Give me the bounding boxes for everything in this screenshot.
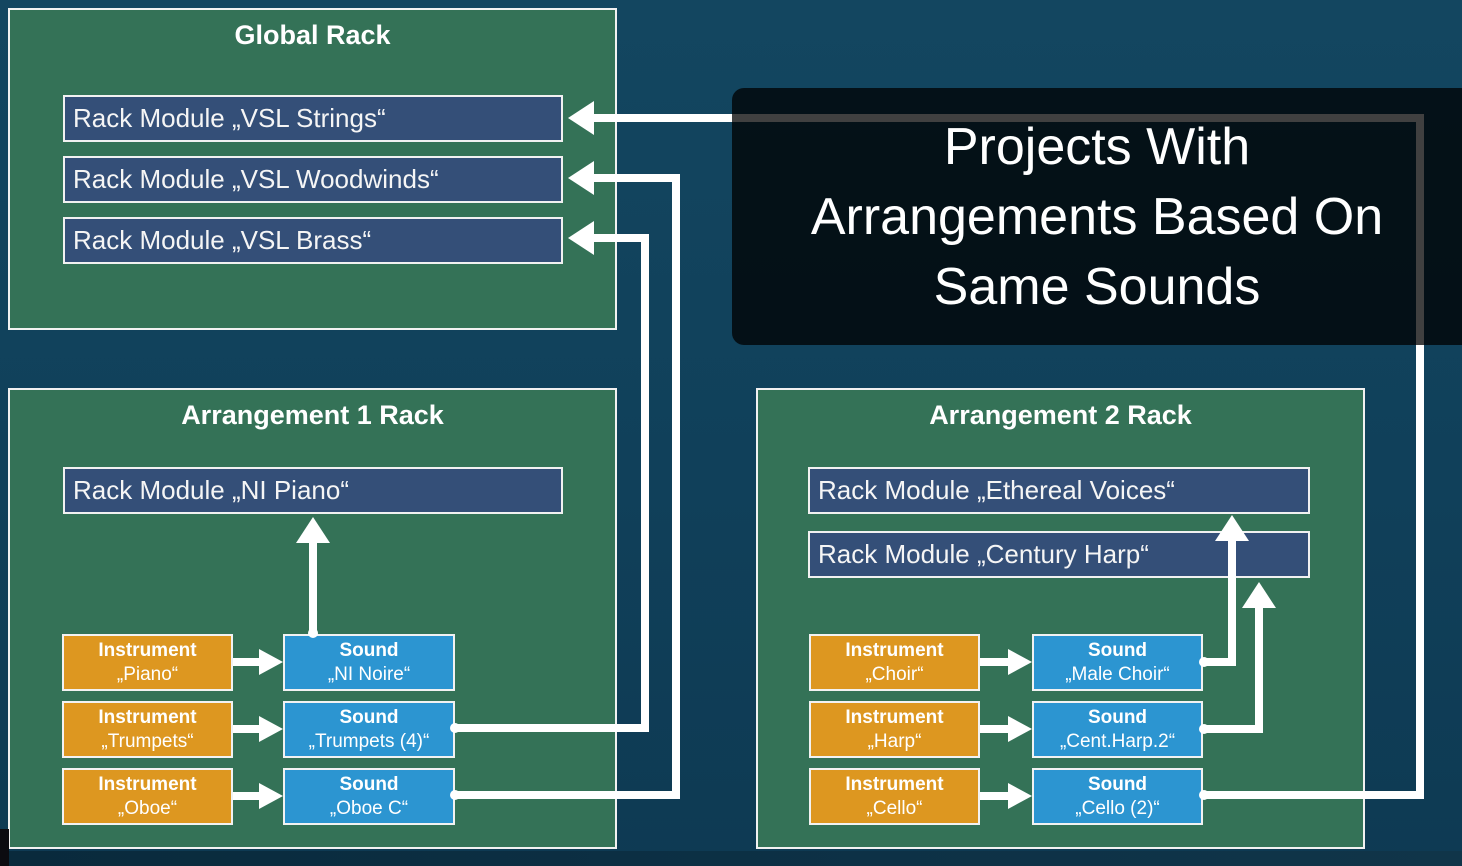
- arrow-head-vsl-strings: [568, 101, 594, 135]
- arrow-head-ethereal-voices: [1215, 515, 1249, 541]
- bottom-letterbox: [0, 851, 1462, 866]
- instrument-box-name: „Trumpets“: [101, 731, 194, 752]
- arrangement-1-rack-title: Arrangement 1 Rack: [181, 400, 444, 430]
- sound-box-title: Sound: [339, 707, 399, 728]
- arrow-trumpets-to-sound-shaft: [233, 725, 259, 733]
- arrow-piano-to-sound-shaft: [233, 658, 259, 666]
- projects-note: Projects With Arrangements Based On Same…: [732, 88, 1462, 345]
- connector-nub-oboe-c: [450, 790, 460, 800]
- instrument-box-trumpets: Instrument „Trumpets“: [62, 701, 233, 758]
- instrument-box-title: Instrument: [845, 640, 944, 661]
- instrument-box-title: Instrument: [98, 640, 197, 661]
- arrow-woodwinds-right-segment: [672, 174, 680, 799]
- projects-note-line-3: Same Sounds: [933, 257, 1261, 316]
- sound-box-name: „Cello (2)“: [1075, 798, 1160, 819]
- connector-nub-cello-2: [1199, 790, 1209, 800]
- sound-box-title: Sound: [339, 640, 399, 661]
- instrument-box-harp: Instrument „Harp“: [809, 701, 980, 758]
- arrow-brass-right-segment: [641, 234, 649, 732]
- arrow-oboe-to-sound-shaft: [233, 792, 259, 800]
- sound-box-ni-noire: Sound „NI Noire“: [283, 634, 455, 691]
- sound-box-name: „Male Choir“: [1065, 664, 1170, 685]
- instrument-box-choir: Instrument „Choir“: [809, 634, 980, 691]
- arrow-head-trumpets-to-sound: [259, 716, 283, 742]
- arrow-head-vsl-brass: [568, 221, 594, 255]
- sound-box-title: Sound: [339, 774, 399, 795]
- arrow-head-choir-to-sound: [1008, 649, 1032, 675]
- projects-note-line-2: Arrangements Based On: [810, 187, 1384, 246]
- sound-box-oboe-c: Sound „Oboe C“: [283, 768, 455, 825]
- instrument-box-name: „Oboe“: [117, 798, 178, 819]
- instrument-box-title: Instrument: [845, 774, 944, 795]
- rack-module-ni-piano: Rack Module „NI Piano“: [63, 467, 563, 514]
- arrow-head-piano-to-sound: [259, 649, 283, 675]
- arrow-ethereal-vertical-segment: [1228, 540, 1236, 666]
- arrow-brass-bottom-segment: [455, 724, 649, 732]
- rack-module-vsl-strings: Rack Module „VSL Strings“: [63, 95, 563, 142]
- instrument-box-name: „Piano“: [116, 664, 179, 685]
- arrow-head-harp-to-sound: [1008, 716, 1032, 742]
- sound-box-title: Sound: [1087, 707, 1148, 728]
- sound-box-male-choir: Sound „Male Choir“: [1032, 634, 1203, 691]
- arrow-strings-right-segment: [1416, 114, 1424, 799]
- arrow-brass-top-segment: [592, 234, 649, 242]
- sound-box-name: „Cent.Harp.2“: [1059, 731, 1176, 752]
- instrument-box-oboe: Instrument „Oboe“: [62, 768, 233, 825]
- sound-box-cello-2: Sound „Cello (2)“: [1032, 768, 1203, 825]
- arrangement-2-rack-title: Arrangement 2 Rack: [929, 400, 1192, 430]
- rack-module-vsl-woodwinds: Rack Module „VSL Woodwinds“: [63, 156, 563, 203]
- arrow-head-century-harp: [1242, 582, 1276, 608]
- instrument-box-cello: Instrument „Cello“: [809, 768, 980, 825]
- sound-box-trumpets-4: Sound „Trumpets (4)“: [283, 701, 455, 758]
- arrow-harp-to-sound-shaft: [980, 725, 1008, 733]
- global-rack-title: Global Rack: [234, 20, 391, 50]
- connector-nub-male-choir: [1199, 657, 1209, 667]
- instrument-box-piano: Instrument „Piano“: [62, 634, 233, 691]
- instrument-box-name: „Harp“: [867, 731, 922, 752]
- arrow-woodwinds-bottom-segment: [455, 791, 680, 799]
- connector-nub-trumpets-4: [450, 723, 460, 733]
- instrument-box-title: Instrument: [845, 707, 944, 728]
- instrument-box-title: Instrument: [98, 774, 197, 795]
- connector-nub-ni-noire: [308, 628, 318, 638]
- sound-box-title: Sound: [1087, 640, 1148, 661]
- sound-box-name: „NI Noire“: [327, 664, 411, 685]
- instrument-box-name: „Cello“: [866, 798, 923, 819]
- arrow-choir-to-sound-shaft: [980, 658, 1008, 666]
- arrow-head-oboe-to-sound: [259, 783, 283, 809]
- arrow-head-ni-piano: [296, 517, 330, 543]
- sound-box-name: „Trumpets (4)“: [308, 731, 430, 752]
- sound-box-title: Sound: [1087, 774, 1148, 795]
- arrow-head-cello-to-sound: [1008, 783, 1032, 809]
- projects-note-line-1: Projects With: [943, 117, 1251, 176]
- rack-module-century-harp: Rack Module „Century Harp“: [808, 531, 1310, 578]
- arrow-head-vsl-woodwinds: [568, 161, 594, 195]
- rack-module-vsl-brass: Rack Module „VSL Brass“: [63, 217, 563, 264]
- instrument-box-name: „Choir“: [865, 664, 924, 685]
- sound-box-name: „Oboe C“: [329, 798, 409, 819]
- arrow-strings-bottom-segment: [1203, 791, 1424, 799]
- arrow-cello-to-sound-shaft: [980, 792, 1008, 800]
- arrow-century-vertical-segment: [1255, 607, 1263, 733]
- arrow-ni-piano-segment: [309, 541, 317, 633]
- arrow-century-horizontal-segment: [1203, 725, 1263, 733]
- player-scrubber-artifact: [0, 829, 9, 866]
- rack-module-ethereal-voices: Rack Module „Ethereal Voices“: [808, 467, 1310, 514]
- arrow-ethereal-horizontal-segment: [1203, 658, 1236, 666]
- sound-box-cent-harp-2: Sound „Cent.Harp.2“: [1032, 701, 1203, 758]
- arrow-woodwinds-top-segment: [592, 174, 680, 182]
- connector-nub-cent-harp-2: [1199, 724, 1209, 734]
- instrument-box-title: Instrument: [98, 707, 197, 728]
